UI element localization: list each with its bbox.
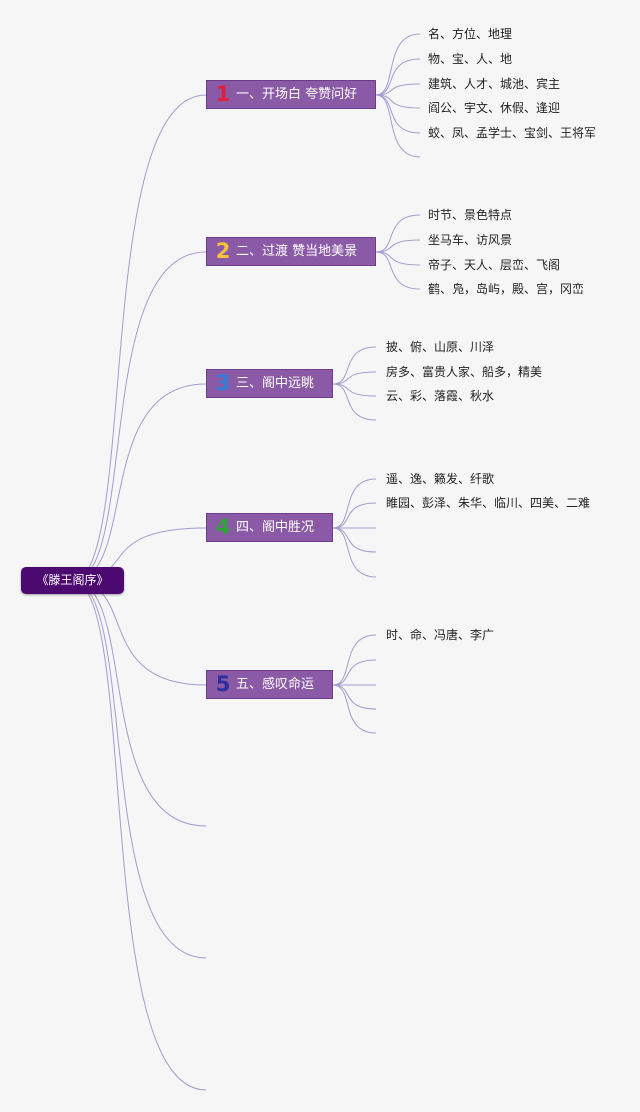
topic-5-leaf-5-connector (332, 684, 377, 734)
topic-node-3[interactable]: 3 三、阁中远眺 (206, 369, 333, 398)
topic-1-leaf-6-connector (375, 94, 421, 158)
topic-1-leaf-2-connector (375, 58, 421, 96)
topic-3-leaf-2-connector (332, 371, 377, 385)
topic-4-leaf-2-connector (332, 502, 377, 529)
topic-node-1[interactable]: 1 一、开场白 夸赞问好 (206, 80, 376, 109)
topic-node-4[interactable]: 4 四、阁中胜况 (206, 513, 333, 542)
topic-title-1: 一、开场白 夸赞问好 (236, 87, 358, 102)
root-empty-branch-3-connector (71, 580, 207, 1091)
topic-3-leaf-4-connector (332, 383, 377, 421)
topic-4-leaf-4-connector (332, 527, 377, 553)
topic-2-leaf-2-connector (375, 239, 421, 253)
topic-5-leaf-2-connector (332, 659, 377, 686)
topic-number-4: 4 (215, 515, 231, 539)
leaf-2-4[interactable]: 鹤、凫，岛屿，殿、宫，冈峦 (428, 282, 585, 296)
leaf-1-4[interactable]: 阎公、宇文、休假、逢迎 (428, 101, 561, 115)
leaf-1-1[interactable]: 名、方位、地理 (428, 27, 513, 41)
leaf-4-1[interactable]: 遥、逸、籁发、纤歌 (386, 472, 495, 486)
leaf-1-2[interactable]: 物、宝、人、地 (428, 52, 513, 66)
leaf-5-1[interactable]: 时、命、冯唐、李广 (386, 628, 495, 642)
leaf-2-3[interactable]: 帝子、天人、层峦、飞阁 (428, 258, 561, 272)
topic-number-3: 3 (215, 371, 231, 395)
root-empty-branch-2-connector (71, 580, 207, 959)
root-to-topic-3-connector (71, 383, 207, 582)
topic-title-2: 二、过渡 赞当地美景 (236, 244, 358, 259)
leaf-3-1[interactable]: 披、俯、山原、川泽 (386, 340, 495, 354)
topic-number-1: 1 (215, 82, 231, 106)
topic-1-leaf-5-connector (375, 94, 421, 134)
topic-5-leaf-1-connector (332, 634, 377, 686)
topic-number-5: 5 (215, 672, 231, 696)
topic-4-leaf-5-connector (332, 527, 377, 578)
topic-1-leaf-1-connector (375, 33, 421, 96)
root-to-topic-1-connector (71, 94, 207, 582)
root-to-topic-2-connector (71, 251, 207, 582)
root-node[interactable]: 《滕王阁序》 (21, 567, 124, 594)
leaf-2-1[interactable]: 时节、景色特点 (428, 208, 513, 222)
leaf-3-2[interactable]: 房多、富贵人家、船多，精美 (386, 365, 543, 379)
leaf-4-2[interactable]: 睢园、彭泽、朱华、临川、四美、二难 (386, 496, 591, 510)
leaf-1-3[interactable]: 建筑、人才、城池、宾主 (428, 77, 561, 91)
topic-title-4: 四、阁中胜况 (236, 520, 315, 535)
topic-title-3: 三、阁中远眺 (236, 376, 315, 391)
leaf-1-5[interactable]: 蛟、凤、孟学士、宝剑、王将军 (428, 126, 597, 140)
root-empty-branch-1-connector (71, 580, 207, 827)
topic-2-leaf-4-connector (375, 251, 421, 290)
topic-node-2[interactable]: 2 二、过渡 赞当地美景 (206, 237, 376, 266)
topic-1-leaf-3-connector (375, 83, 421, 96)
topic-2-leaf-1-connector (375, 214, 421, 253)
leaf-2-2[interactable]: 坐马车、访风景 (428, 233, 513, 247)
topic-node-5[interactable]: 5 五、感叹命运 (206, 670, 333, 699)
topic-4-leaf-1-connector (332, 478, 377, 529)
topic-5-leaf-4-connector (332, 684, 377, 710)
topic-3-leaf-1-connector (332, 346, 377, 385)
topic-number-2: 2 (215, 239, 231, 263)
leaf-3-3[interactable]: 云、彩、落霞、秋水 (386, 389, 495, 403)
topic-title-5: 五、感叹命运 (236, 677, 315, 692)
